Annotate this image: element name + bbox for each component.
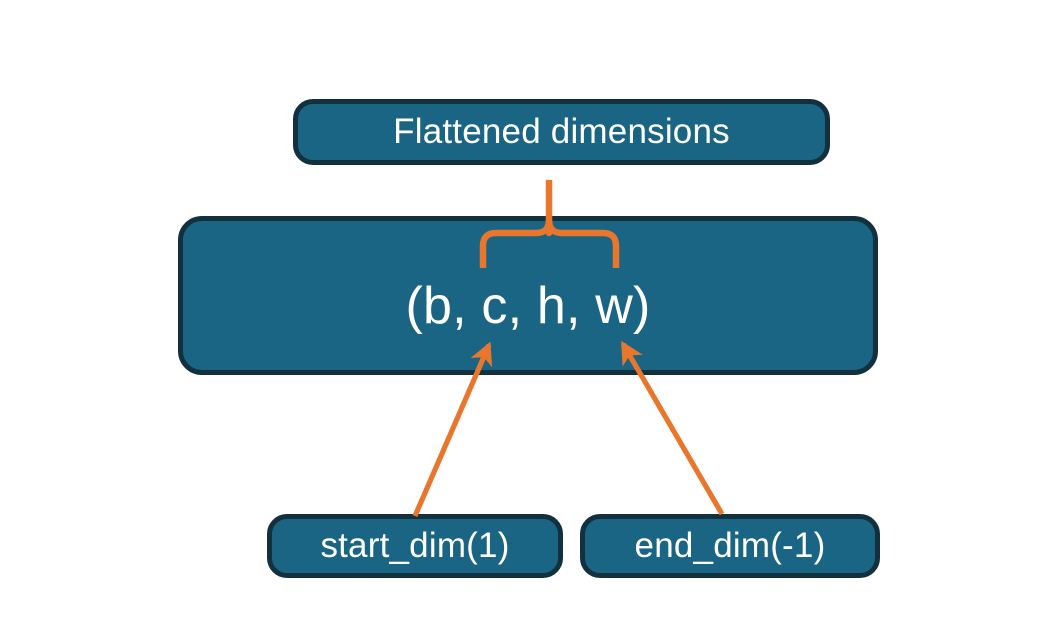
- node-flattened-dimensions-label: Flattened dimensions: [393, 112, 730, 151]
- node-flattened-dimensions: Flattened dimensions: [293, 99, 830, 165]
- node-start-dim: start_dim(1): [267, 514, 563, 578]
- node-tensor-shape-label: (b, c, h, w): [405, 276, 651, 335]
- node-start-dim-label: start_dim(1): [320, 526, 510, 565]
- node-tensor-shape: (b, c, h, w): [178, 216, 878, 375]
- node-end-dim-label: end_dim(-1): [634, 526, 826, 565]
- node-end-dim: end_dim(-1): [580, 514, 880, 578]
